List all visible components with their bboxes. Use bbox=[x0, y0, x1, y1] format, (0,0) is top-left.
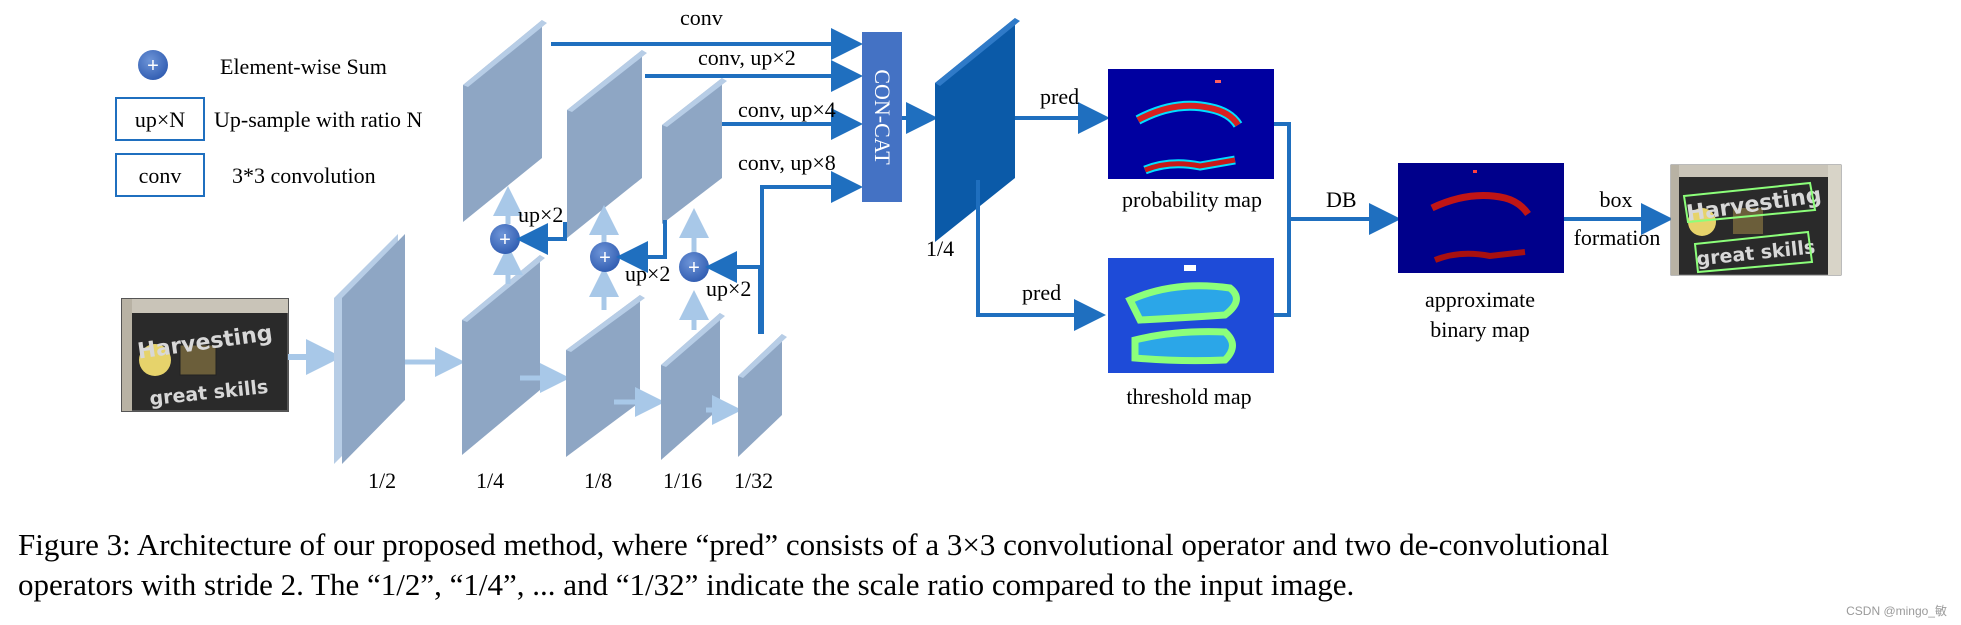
sum-icon bbox=[679, 252, 709, 282]
concat-op-conv: conv bbox=[680, 5, 723, 30]
scale-label-1-2: 1/2 bbox=[368, 468, 396, 493]
watermark: CSDN @mingo_敏 bbox=[1846, 604, 1947, 618]
legend-conv-box bbox=[115, 153, 205, 197]
sum-icon bbox=[490, 224, 520, 254]
lateral-arrows bbox=[493, 186, 709, 330]
legend-sum-symbol: + bbox=[147, 55, 159, 77]
fpn-block-3 bbox=[662, 78, 727, 224]
sum-nodes: + + + bbox=[490, 224, 709, 282]
fpn-up2-label-3: up×2 bbox=[706, 276, 751, 301]
concat-arrows bbox=[551, 28, 863, 334]
fpn-block-2 bbox=[567, 50, 647, 238]
fpn bbox=[463, 20, 727, 238]
concat-label: CON-CAT bbox=[870, 69, 895, 165]
pred-arrows bbox=[976, 102, 1110, 331]
sum-icon bbox=[590, 242, 620, 272]
approximate-label-line-1: approximate bbox=[1425, 287, 1535, 312]
backbone-block-1-16 bbox=[661, 313, 725, 460]
pred-top-label: pred bbox=[1040, 84, 1079, 109]
svg-text:+: + bbox=[688, 257, 700, 279]
legend-conv-label: 3*3 convolution bbox=[232, 163, 376, 188]
figure-caption-line-2: operators with stride 2. The “1/2”, “1/4… bbox=[18, 567, 1355, 602]
approximate-binary-map-image bbox=[1398, 163, 1564, 273]
input-image: Harvesting great skills bbox=[121, 298, 289, 412]
concat-op-conv-up8: conv, up×8 bbox=[738, 150, 836, 175]
box-label-line-2: formation bbox=[1574, 225, 1661, 250]
approximate-label-line-2: binary map bbox=[1430, 317, 1530, 342]
backbone bbox=[334, 234, 787, 464]
legend-sum-label: Element-wise Sum bbox=[220, 54, 387, 79]
fpn-up2-label-1: up×2 bbox=[518, 202, 563, 227]
pred-bottom-label: pred bbox=[1022, 280, 1061, 305]
legend: + Element-wise Sum up×N Up-sample with r… bbox=[115, 50, 422, 197]
feature-block bbox=[935, 18, 1020, 242]
legend-conv-box-text: conv bbox=[139, 163, 182, 188]
db-arrows bbox=[1274, 122, 1401, 317]
backbone-block-1-8 bbox=[566, 295, 645, 457]
svg-text:+: + bbox=[599, 247, 611, 269]
scale-label-1-4: 1/4 bbox=[476, 468, 504, 493]
svg-text:+: + bbox=[499, 229, 511, 251]
threshold-map-image bbox=[1108, 258, 1274, 373]
probability-map-label: probability map bbox=[1122, 187, 1262, 212]
fpn-up2-label-2: up×2 bbox=[625, 261, 670, 286]
scale-label-1-16: 1/16 bbox=[663, 468, 702, 493]
fpn-block-1 bbox=[463, 20, 547, 222]
threshold-map-label: threshold map bbox=[1126, 384, 1251, 409]
probability-map-image bbox=[1108, 69, 1274, 179]
concat-op-conv-up2: conv, up×2 bbox=[698, 45, 796, 70]
backbone-block-1-32 bbox=[738, 334, 787, 457]
db-label: DB bbox=[1326, 187, 1357, 212]
box-label-line-1: box bbox=[1600, 187, 1633, 212]
concat-op-conv-up4: conv, up×4 bbox=[738, 97, 836, 122]
legend-up-box-text: up×N bbox=[135, 107, 185, 132]
figure-caption-line-1: Figure 3: Architecture of our proposed m… bbox=[18, 527, 1610, 562]
backbone-block-1-4 bbox=[462, 255, 545, 455]
scale-label-1-8: 1/8 bbox=[584, 468, 612, 493]
feature-scale-label: 1/4 bbox=[926, 236, 954, 261]
legend-up-box bbox=[115, 97, 205, 141]
scale-label-1-32: 1/32 bbox=[734, 468, 773, 493]
output-image: Harvesting great skills bbox=[1670, 164, 1842, 276]
backbone-block-1-2 bbox=[334, 234, 405, 464]
concat-block bbox=[862, 32, 902, 202]
legend-up-label: Up-sample with ratio N bbox=[214, 107, 422, 132]
legend-sum-icon bbox=[138, 50, 168, 80]
